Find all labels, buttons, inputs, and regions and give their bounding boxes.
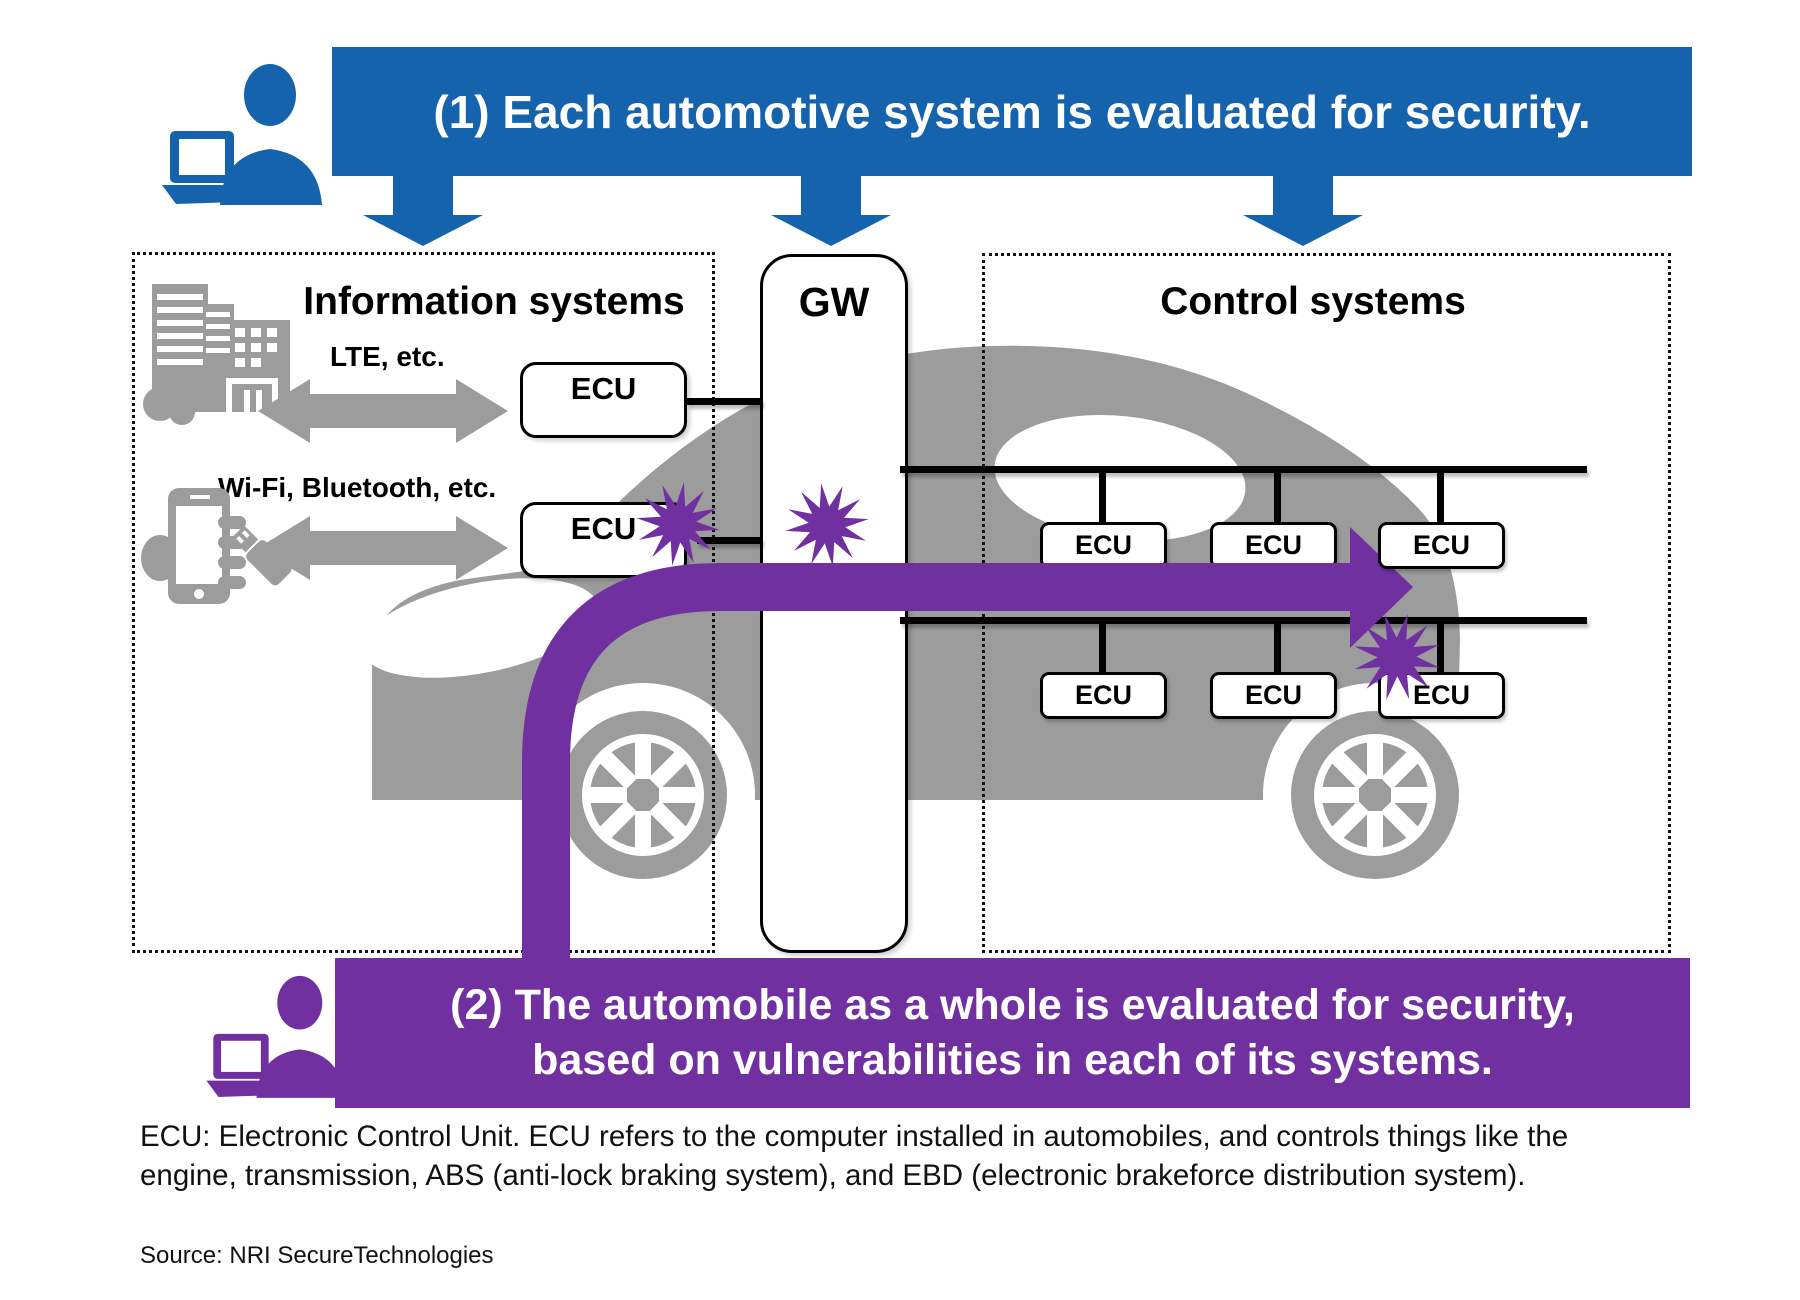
control-systems-title: Control systems: [1160, 280, 1466, 323]
step1-banner-text: (1) Each automotive system is evaluated …: [433, 85, 1591, 138]
ecu-definition-line2: engine, transmission, ABS (anti-lock bra…: [140, 1159, 1526, 1192]
control-ecu-1-label: ECU: [1074, 530, 1132, 560]
control-ecu-5: ECU: [1210, 672, 1337, 719]
control-ecu-3-label: ECU: [1412, 530, 1470, 560]
can-bus-1: [900, 466, 1587, 473]
bus2-stub-2: [1274, 621, 1281, 675]
source-credit: Source: NRI SecureTechnologies: [140, 1242, 494, 1269]
control-ecu-6-label: ECU: [1412, 680, 1470, 710]
info-ecu-bottom: ECU: [520, 502, 687, 578]
step2-banner-line2: based on vulnerabilities in each of its …: [532, 1036, 1493, 1084]
control-ecu-1: ECU: [1040, 522, 1167, 569]
control-ecu-4: ECU: [1040, 672, 1167, 719]
control-ecu-5-label: ECU: [1244, 680, 1302, 710]
can-bus-2: [900, 617, 1587, 624]
control-ecu-2-label: ECU: [1244, 530, 1302, 560]
info-ecu-top-label: ECU: [570, 371, 637, 406]
gateway-box: GW: [760, 254, 908, 953]
info-ecu-top: ECU: [520, 362, 687, 438]
control-ecu-3: ECU: [1378, 522, 1505, 569]
bus2-stub-1: [1099, 621, 1106, 675]
bus1-stub-2: [1274, 470, 1281, 524]
control-ecu-6: ECU: [1378, 672, 1505, 719]
gateway-label: GW: [798, 279, 870, 325]
step2-banner-line1: (2) The automobile as a whole is evaluat…: [450, 980, 1575, 1029]
step1-banner: (1) Each automotive system is evaluated …: [332, 47, 1692, 176]
bus2-stub-3: [1437, 621, 1444, 675]
analyst-person-laptop-icon-purple: [196, 962, 356, 1109]
analyst-person-laptop-icon: [150, 55, 335, 210]
city-buildings-icon: [140, 262, 305, 439]
info-ecu-bottom-label: ECU: [570, 511, 637, 546]
ecu-gw-link-top: [687, 398, 762, 405]
information-systems-title: Information systems: [303, 280, 685, 323]
ecu-gw-link-bottom: [697, 537, 762, 544]
smartphone-and-usb-icon: [138, 482, 298, 617]
control-systems-box: [982, 253, 1671, 953]
control-ecu-4-label: ECU: [1074, 680, 1132, 710]
lte-label: LTE, etc.: [330, 341, 445, 372]
bus1-stub-3: [1437, 470, 1444, 524]
bus1-stub-1: [1099, 470, 1106, 524]
ecu-definition-line1: ECU: Electronic Control Unit. ECU refers…: [140, 1120, 1569, 1153]
control-ecu-2: ECU: [1210, 522, 1337, 569]
step2-banner: (2) The automobile as a whole is evaluat…: [335, 958, 1690, 1108]
